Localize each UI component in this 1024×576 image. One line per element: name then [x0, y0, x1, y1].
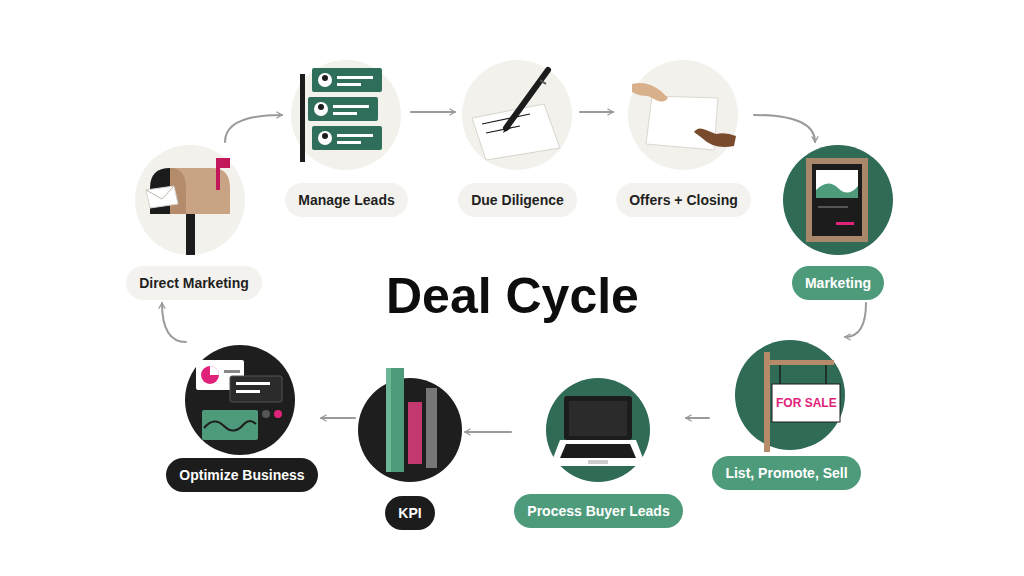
step-label: Process Buyer Leads [514, 494, 682, 528]
lead-cards-icon [291, 60, 401, 170]
mailbox-icon [135, 145, 245, 255]
step-label: Optimize Business [166, 458, 317, 492]
step-node: Optimize Business [166, 345, 318, 492]
handover-icon [628, 60, 738, 170]
cycle-arrow [162, 303, 186, 342]
cycle-arrow [321, 417, 355, 419]
cycle-arrow [225, 115, 282, 142]
dashboard-icon [185, 345, 295, 455]
step-label: Marketing [792, 266, 884, 300]
step-label: Due Diligence [458, 183, 577, 217]
step-node: Marketing [783, 145, 893, 300]
cycle-arrow [465, 431, 511, 433]
step-node: List, Promote, Sell [712, 340, 861, 490]
step-node: Due Diligence [458, 60, 577, 217]
for-sale-sign-icon [735, 340, 845, 452]
cycle-arrow [686, 417, 709, 419]
sign-text: FOR SALE [776, 396, 837, 410]
paper-pen-icon [462, 60, 572, 170]
cycle-arrow [580, 111, 613, 113]
step-label: KPI [385, 496, 434, 530]
step-node: Direct Marketing [126, 145, 262, 300]
cycle-arrow [411, 111, 455, 113]
step-node: Offers + Closing [616, 60, 751, 217]
step-node: Manage Leads [285, 60, 408, 217]
step-label: Offers + Closing [616, 183, 751, 217]
cycle-arrow [754, 115, 815, 142]
step-label: List, Promote, Sell [712, 456, 860, 490]
kpi-bars-icon [358, 368, 462, 482]
framed-ad-icon [783, 145, 893, 255]
step-label: Manage Leads [285, 183, 407, 217]
diagram-title: Deal Cycle [386, 266, 639, 326]
step-label: Direct Marketing [126, 266, 262, 300]
laptop-icon [546, 378, 650, 482]
cycle-arrow [845, 303, 866, 337]
step-node: KPI [358, 378, 462, 530]
step-node: Process Buyer Leads [514, 378, 683, 528]
